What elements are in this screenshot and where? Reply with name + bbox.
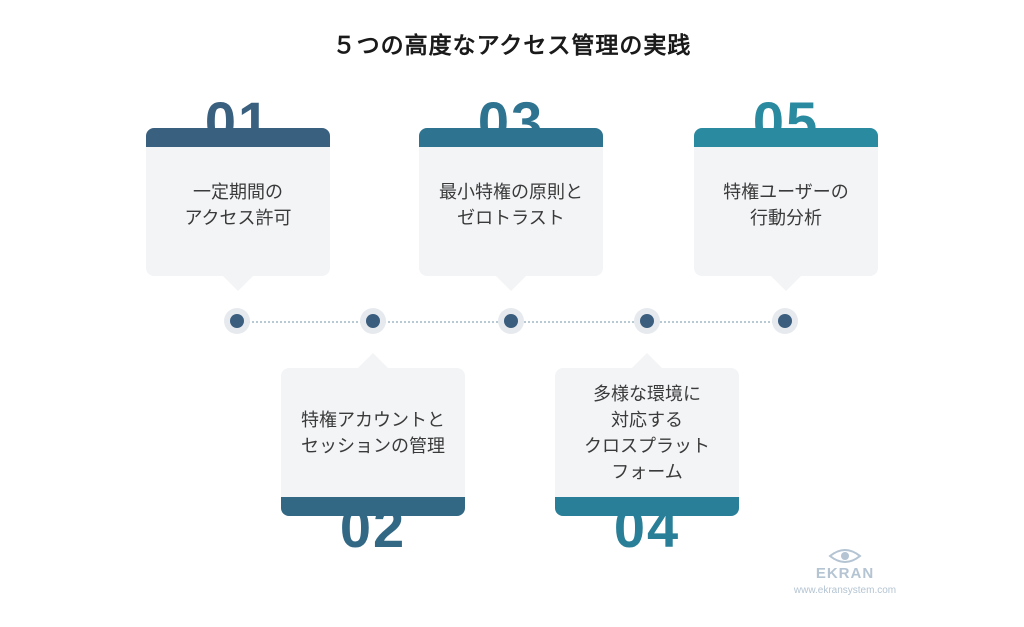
eye-icon xyxy=(828,549,862,563)
step-bar-03 xyxy=(419,128,603,147)
step-number-04: 04 xyxy=(555,514,739,554)
step-pointer-01 xyxy=(223,276,253,291)
step-text-01: 一定期間の アクセス許可 xyxy=(184,182,292,229)
step-number-03: 03 xyxy=(477,94,545,128)
step-bar-01 xyxy=(146,128,330,147)
ekran-logo: EKRAN www.ekransystem.com xyxy=(780,548,910,598)
step-bar-05 xyxy=(694,128,878,147)
step-card-05: 特権ユーザーの 行動分析 xyxy=(694,128,878,291)
step-text-02: 特権アカウントと セッションの管理 xyxy=(301,410,445,457)
step-pointer-03 xyxy=(496,276,526,291)
step-card-04: 多様な環境に 対応する クロスプラット フォーム xyxy=(555,353,739,516)
timeline-dot-05 xyxy=(772,308,798,334)
step-pointer-04 xyxy=(632,353,662,368)
step-pointer-05 xyxy=(771,276,801,291)
timeline-dot-04 xyxy=(634,308,660,334)
step-number-05: 05 xyxy=(752,94,820,128)
step-card-02: 特権アカウントと セッションの管理 xyxy=(281,353,465,516)
step-pointer-02 xyxy=(358,353,388,368)
timeline-dot-02 xyxy=(360,308,386,334)
step-bar-02 xyxy=(281,497,465,516)
step-text-05: 特権ユーザーの 行動分析 xyxy=(723,182,849,229)
logo-brand: EKRAN xyxy=(815,565,875,582)
step-text-04: 多様な環境に 対応する クロスプラット フォーム xyxy=(584,384,710,483)
logo-url: www.ekransystem.com xyxy=(793,585,897,596)
timeline-dot-03 xyxy=(498,308,524,334)
step-card-01: 一定期間の アクセス許可 xyxy=(146,128,330,291)
timeline-dot-01 xyxy=(224,308,250,334)
step-card-03: 最小特権の原則と ゼロトラスト xyxy=(419,128,603,291)
step-text-03: 最小特権の原則と ゼロトラスト xyxy=(439,182,583,229)
step-number-04-text: 04 xyxy=(613,514,681,554)
step-bar-04 xyxy=(555,497,739,516)
step-number-02: 02 xyxy=(281,514,465,554)
page-title: ５つの高度なアクセス管理の実践 xyxy=(332,33,692,59)
step-number-02-text: 02 xyxy=(339,514,407,554)
step-number-01: 01 xyxy=(204,94,272,128)
